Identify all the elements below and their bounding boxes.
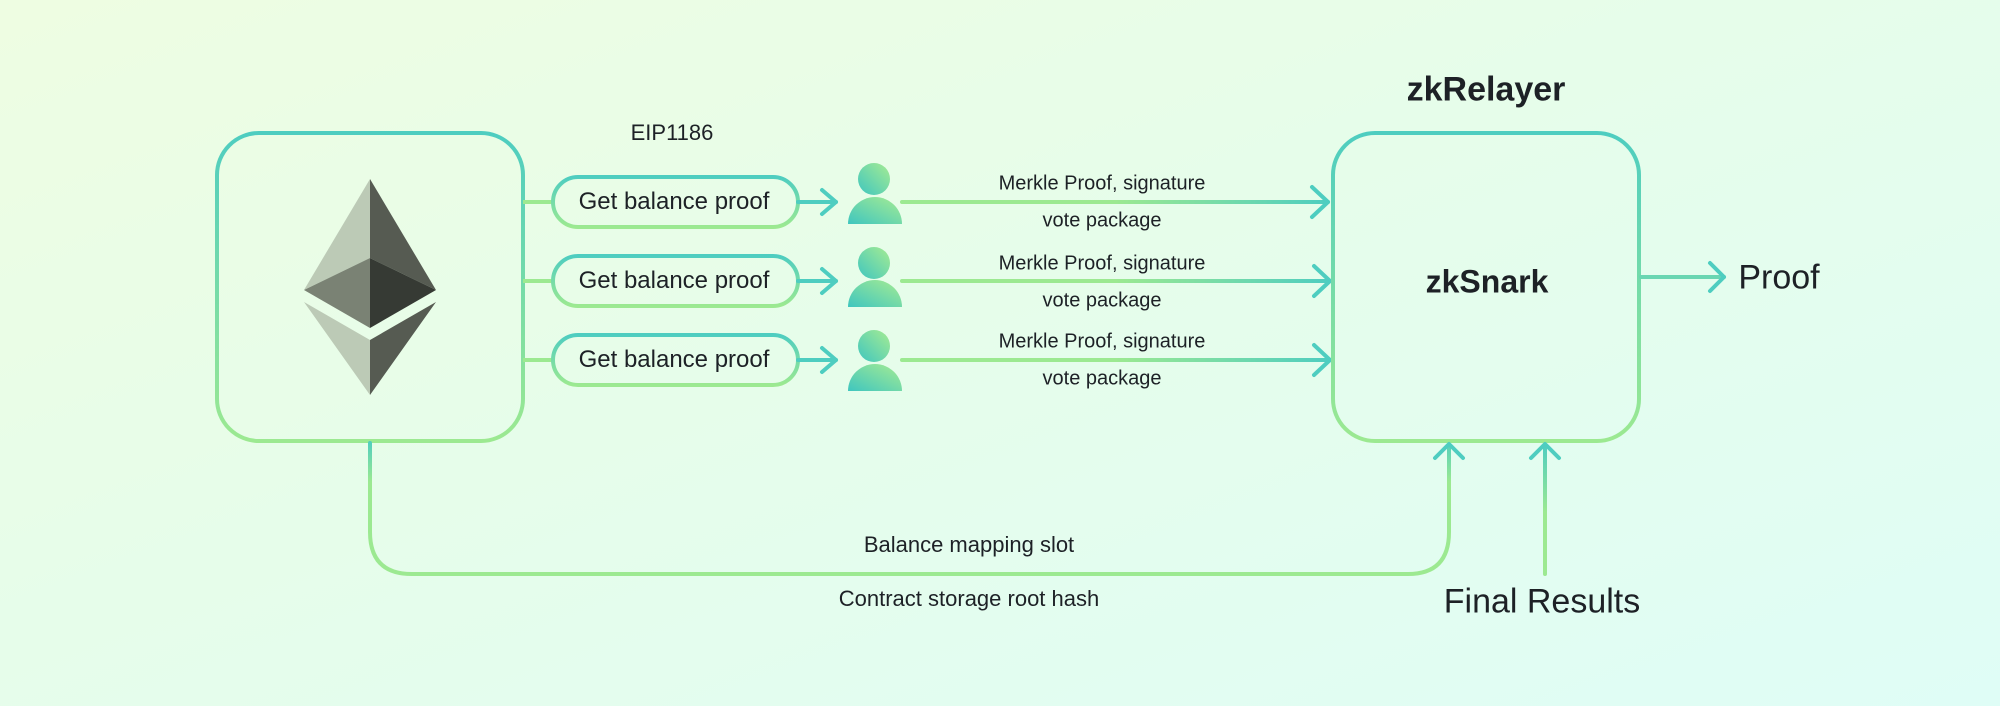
relayer-to-proof-arrow	[1639, 261, 1726, 293]
request-pill-1-label: Get balance proof	[578, 188, 770, 215]
request-pill-2-label: Get balance proof	[578, 267, 770, 294]
request-connectors	[523, 200, 553, 362]
zk-relayer-title: zkRelayer	[1406, 70, 1566, 109]
user-icon-1	[848, 163, 902, 224]
balance-mapping-slot-label: Balance mapping slot	[863, 532, 1075, 557]
pill-to-user-arrows	[796, 188, 838, 374]
edge-3-top-label: Merkle Proof, signature	[998, 330, 1206, 353]
final-results-label: Final Results	[1443, 582, 1641, 621]
storage-root-path	[368, 441, 1465, 576]
eip1186-label: EIP1186	[630, 120, 714, 145]
edge-3-bottom-label: vote package	[1042, 367, 1162, 390]
edge-2-top-label: Merkle Proof, signature	[998, 252, 1206, 275]
user-to-relayer-arrows	[900, 185, 1332, 377]
edge-2-bottom-label: vote package	[1042, 289, 1162, 312]
proof-output-label: Proof	[1738, 258, 1820, 297]
final-results-arrow	[1529, 442, 1561, 576]
zk-relayer-box[interactable]	[1331, 131, 1641, 443]
ethereum-logo-icon	[304, 179, 436, 395]
user-icon-2	[848, 247, 902, 307]
edge-1-top-label: Merkle Proof, signature	[998, 172, 1206, 195]
contract-storage-root-hash-label: Contract storage root hash	[838, 586, 1100, 611]
request-pill-3-label: Get balance proof	[578, 346, 770, 373]
edge-1-bottom-label: vote package	[1042, 209, 1162, 232]
zksnark-label: zkSnark	[1425, 263, 1549, 300]
user-icon-3	[848, 330, 902, 391]
